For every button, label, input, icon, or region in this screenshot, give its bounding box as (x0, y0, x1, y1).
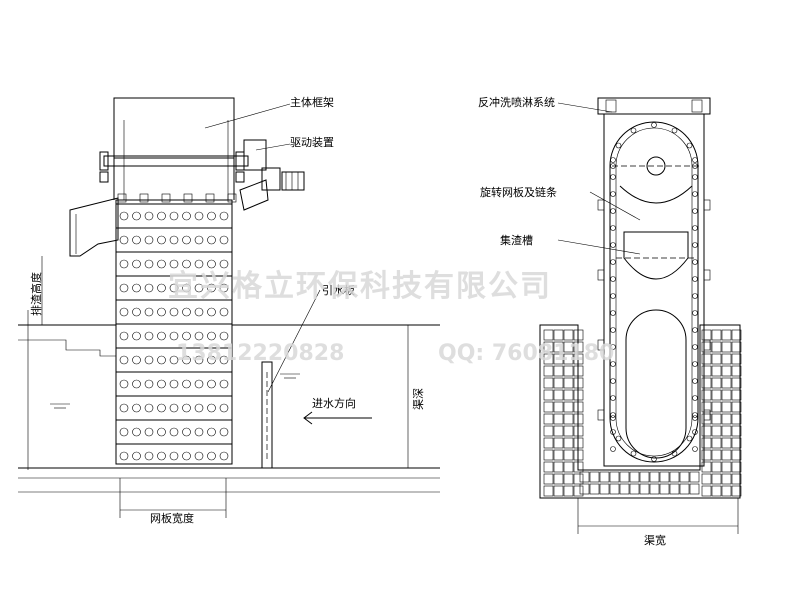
label-main-frame: 主体框架 (290, 95, 334, 109)
watermark-qq: QQ: 76081180 (438, 341, 614, 366)
label-rotating-screen-chain: 旋转网板及链条 (480, 185, 557, 199)
channel-walls (539, 324, 742, 499)
drive-device (239, 139, 305, 211)
label-channel-width: 渠宽 (644, 533, 666, 547)
side-view (18, 97, 440, 518)
label-backwash-system: 反冲洗喷淋系统 (478, 95, 555, 109)
watermark-phone: 13812220828 (176, 341, 344, 366)
discharge-chute (69, 197, 119, 257)
label-guide-plate: 引水板 (322, 283, 355, 297)
lower-screen-opening (625, 309, 687, 459)
label-discharge-height: 排渣高度 (29, 272, 43, 316)
front-frame (597, 97, 711, 115)
main-frame-top (113, 97, 235, 159)
collection-trough (623, 231, 689, 280)
label-channel-depth: 渠深 (412, 388, 425, 410)
guide-plate (261, 361, 273, 469)
rotating-chain (609, 121, 699, 463)
frame-crossbar (103, 155, 249, 167)
label-collection-trough: 集渣槽 (500, 233, 533, 247)
label-inflow-direction: 进水方向 (312, 396, 356, 410)
label-drive-device: 驱动装置 (290, 136, 334, 149)
screen-body (115, 193, 237, 465)
front-view (539, 97, 742, 534)
drive-sprocket (646, 156, 666, 176)
watermark-company: 宜兴格立环保科技有限公司 (168, 269, 552, 304)
label-screen-width: 网板宽度 (150, 511, 194, 525)
